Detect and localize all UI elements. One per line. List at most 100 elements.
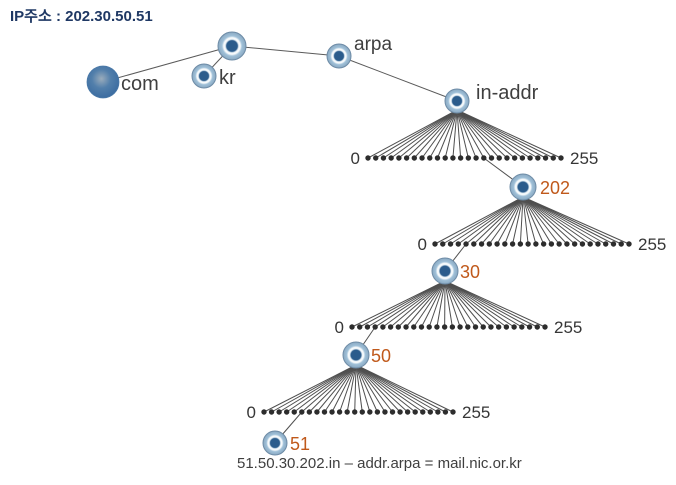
node-label-arpa: arpa [354,34,392,55]
fan-line [444,280,523,328]
octet-dot [372,324,378,330]
fan-line [263,364,357,413]
range-start-label: 0 [335,318,344,337]
fan-line [444,280,469,328]
fan-line [512,196,524,245]
octet-dot [548,241,555,247]
node-root [217,31,247,61]
octet-dot [291,409,297,415]
octet-dot [457,324,463,330]
fan-line [444,280,476,328]
fan-line [522,196,599,245]
fan-line [522,196,560,245]
fan-line [355,364,378,413]
fan-line [522,196,583,245]
octet-dot [450,409,456,415]
fan-line [436,280,446,328]
fan-line [421,280,446,328]
fan-line [522,196,591,245]
octet-dot [426,324,432,330]
octet-dot [517,241,524,247]
fan-line [316,364,357,413]
octet-dot [418,324,425,330]
octet-dot [434,324,440,330]
octet-dot [478,241,485,247]
dots-layer [261,155,632,415]
fan-line [355,364,439,413]
fan-line [444,280,515,328]
fan-line [522,196,606,245]
octet-dot [595,241,601,247]
fan-line [456,109,531,159]
fan-line [452,109,458,159]
octet-dot [481,155,487,161]
octet-dot [535,155,541,161]
octet-dot [441,324,448,330]
octet-dot [442,155,448,161]
octet-dot [486,241,493,247]
range-start-label: 0 [418,235,427,254]
octet-dot [283,409,290,415]
octet-dot [404,409,411,415]
octet-dot [367,409,373,415]
octet-dot [440,241,446,247]
octet-dot [306,409,313,415]
octet-dot [556,241,562,247]
fan-line [456,109,539,159]
node-label-kr: kr [219,67,236,89]
octet-dot [519,324,525,330]
fan-line [355,364,424,413]
fan-line [481,196,524,245]
fan-line [367,280,446,328]
fan-line [383,109,458,159]
fan-line [355,364,446,413]
octet-dot [420,409,426,415]
octet-dot [540,241,547,247]
fan-line [456,109,508,159]
fan-line [444,280,546,328]
fan-line [355,364,431,413]
fan-line [406,109,458,159]
range-end-label: 255 [638,235,666,254]
octet-dot [359,409,365,415]
fan-line [456,109,500,159]
node-in-addr [444,88,470,114]
fan-line [413,280,446,328]
fan-line [354,364,357,413]
octet-dot [432,241,438,247]
fan-line [444,280,538,328]
node-label-51: 51 [290,434,310,454]
node-label-202: 202 [540,178,570,198]
range-end-label: 255 [554,318,582,337]
octet-dot [494,241,500,247]
octet-dot [618,241,624,247]
octet-dot [261,409,267,415]
octet-dot [389,409,396,415]
fan-line [456,109,515,159]
octet-dot [587,241,593,247]
fan-line [397,280,446,328]
octet-dot [503,324,510,330]
node-arpa [326,43,352,69]
fan-line [428,280,446,328]
octet-dot [276,409,282,415]
fan-line [444,280,484,328]
ip-address-header: IP주소 : 202.30.50.51 [10,8,153,25]
fan-line [434,196,524,245]
octet-dot [526,324,533,330]
fan-line [413,109,458,159]
range-start-label: 0 [247,403,256,422]
octet-dot [412,409,418,415]
octet-dot [449,324,456,330]
fan-line [456,109,562,159]
fan-line [382,280,446,328]
octet-dot [344,409,350,415]
octet-dot [542,155,549,161]
tree-edge [338,55,458,102]
fan-line [355,364,454,413]
octet-dot [626,241,632,247]
octet-dot [365,155,371,161]
octet-dot [558,155,564,161]
octet-dot [465,324,471,330]
